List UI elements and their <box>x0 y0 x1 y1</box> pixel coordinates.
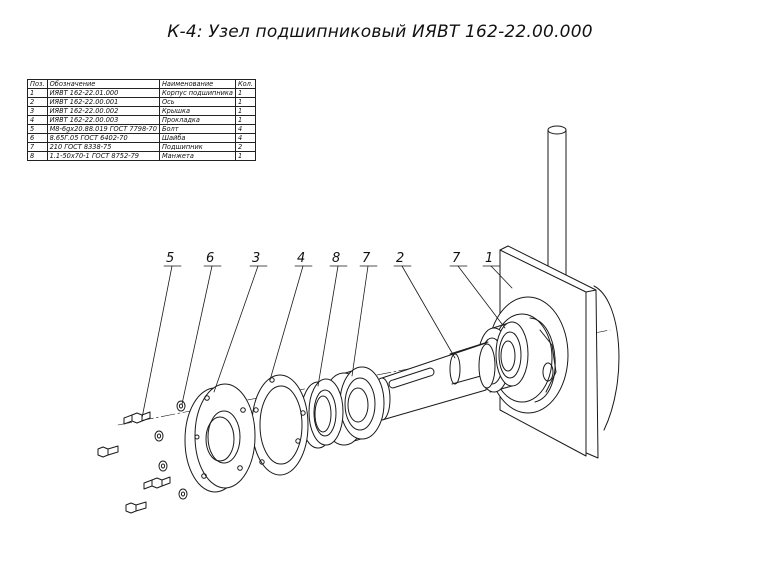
leader-line <box>269 265 304 381</box>
bolt <box>97 445 119 458</box>
callout-label: 2 <box>396 251 404 266</box>
washers <box>154 400 188 500</box>
cover <box>184 383 256 493</box>
callout-label: 4 <box>297 251 305 266</box>
washer <box>158 460 168 472</box>
callout-labels: 5 6 3 4 8 7 2 7 1 <box>166 251 493 266</box>
lip-seal <box>300 378 344 449</box>
bolts <box>97 411 171 514</box>
bearing-housing <box>487 125 620 459</box>
leader-line <box>351 265 369 377</box>
leader-line <box>213 265 259 393</box>
leader-line <box>317 265 339 387</box>
callout-label: 3 <box>252 251 260 266</box>
callout-label: 1 <box>485 251 493 266</box>
leader-line <box>141 265 173 419</box>
row-designation: 1.1-50х70-1 ГОСТ 8752-79 <box>46 151 160 161</box>
leader-line <box>457 265 506 329</box>
row-qty: 1 <box>234 151 256 161</box>
leader-line <box>401 265 456 359</box>
bolt <box>125 501 147 514</box>
shaft <box>373 341 496 421</box>
washer <box>178 488 188 500</box>
drawing-title: К-4: Узел подшипниковый ИЯВТ 162-22.00.0… <box>167 22 593 42</box>
callout-label: 8 <box>332 251 340 266</box>
washer <box>154 430 164 442</box>
callout-label: 5 <box>166 251 174 266</box>
bolt <box>123 411 151 425</box>
table-row: 8 1.1-50х70-1 ГОСТ 8752-79 Манжета 1 <box>27 151 256 161</box>
callout-label: 7 <box>452 251 461 266</box>
parts-list-table: Поз. Обозначение Наименование Кол. 1 ИЯВ… <box>27 79 256 161</box>
washer <box>176 400 186 412</box>
gasket <box>251 374 309 476</box>
callout-label: 7 <box>362 251 371 266</box>
callout-label: 6 <box>206 251 214 266</box>
leader-lines <box>141 265 513 419</box>
bolt <box>143 476 171 490</box>
leader-line <box>490 265 513 289</box>
leader-line <box>181 265 213 405</box>
